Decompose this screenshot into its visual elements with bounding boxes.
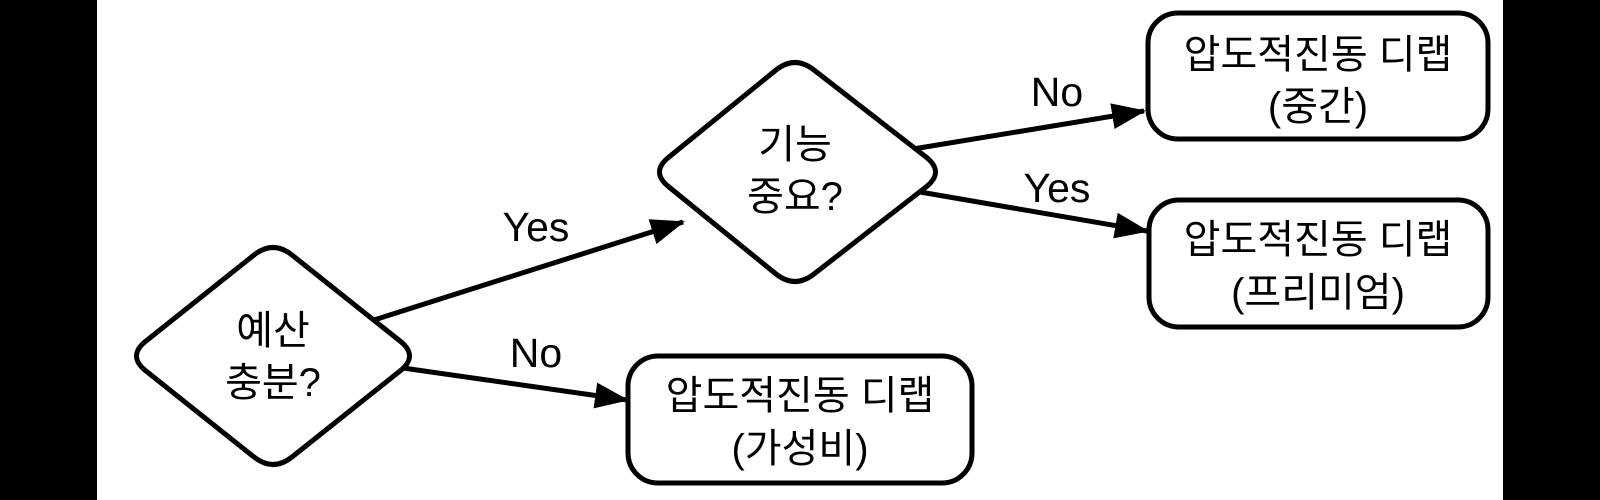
edge-budget-no-label: No: [510, 330, 562, 376]
result-mid-label-line2: (중간): [1268, 85, 1368, 129]
result-mid-box: [1145, 10, 1491, 142]
result-value-node: 압도적진동 디랩 (가성비): [625, 353, 975, 486]
result-mid-label-line1: 압도적진동 디랩: [1184, 33, 1453, 77]
result-value-box: [625, 353, 975, 486]
decision-feature-label-line2: 중요?: [747, 175, 843, 219]
edge-feature-no-label: No: [1031, 69, 1083, 115]
decision-budget-diamond: [134, 245, 412, 467]
edge-budget-yes-label: Yes: [503, 204, 570, 250]
result-premium-box: [1146, 197, 1491, 330]
decision-budget-label-line2: 충분?: [225, 361, 321, 405]
decision-feature-label-line1: 기능: [758, 123, 832, 167]
edge-feature-yes-label: Yes: [1024, 165, 1091, 211]
result-premium-label-line2: (프리미엄): [1231, 271, 1405, 315]
edge-feature-yes-arrow: [919, 189, 1149, 239]
decision-feature-diamond: [657, 60, 938, 284]
result-premium-label-line1: 압도적진동 디랩: [1184, 218, 1453, 262]
edge-budget-yes-arrow: [373, 219, 685, 323]
decision-budget-label-line1: 예산: [236, 309, 310, 353]
decision-feature-node: 기능 중요?: [657, 60, 938, 284]
result-premium-node: 압도적진동 디랩 (프리미엄): [1146, 197, 1491, 330]
result-value-label-line2: (가성비): [731, 427, 868, 471]
decision-budget-node: 예산 충분?: [134, 245, 412, 467]
result-value-label-line1: 압도적진동 디랩: [666, 374, 935, 418]
edge-budget-no-arrow: [402, 365, 629, 409]
result-mid-node: 압도적진동 디랩 (중간): [1145, 10, 1491, 142]
edges: [373, 103, 1149, 409]
edge-feature-no-arrow: [912, 103, 1146, 152]
